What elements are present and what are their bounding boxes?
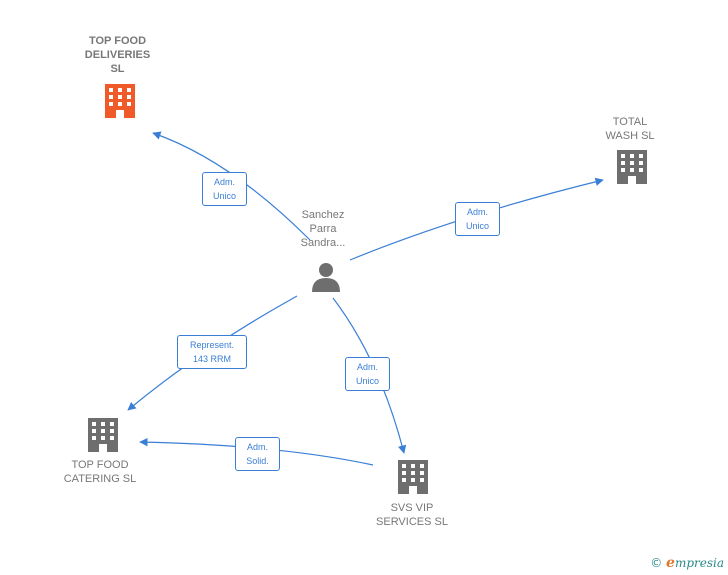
person-label[interactable]: Sanchez Parra Sandra... bbox=[300, 209, 346, 249]
empresia-logo: © empresia bbox=[650, 555, 724, 571]
brand-initial: e bbox=[666, 555, 675, 571]
building-icon-top-food-deliveries[interactable] bbox=[105, 84, 135, 118]
building-icon-top-food-catering[interactable] bbox=[88, 418, 118, 452]
company-label-top-food-deliveries[interactable]: TOP FOOD DELIVERIES SL bbox=[84, 35, 151, 75]
edge-label-to-wash: Adm. Unico bbox=[455, 202, 500, 236]
brand-rest: mpresia bbox=[674, 556, 724, 570]
person-icon[interactable] bbox=[312, 263, 340, 292]
building-icon-total-wash[interactable] bbox=[617, 150, 647, 184]
company-label-top-food-catering[interactable]: TOP FOOD CATERING SL bbox=[63, 459, 137, 485]
company-label-total-wash[interactable]: TOTAL WASH SL bbox=[605, 116, 655, 142]
edge-label-svs-to-catering: Adm. Solid. bbox=[235, 437, 280, 471]
copyright-symbol: © bbox=[650, 556, 663, 570]
edge-label-to-deliveries: Adm. Unico bbox=[202, 172, 247, 206]
company-label-svs-vip[interactable]: SVS VIP SERVICES SL bbox=[376, 502, 448, 528]
edge-label-to-svs: Adm. Unico bbox=[345, 357, 390, 391]
edge-label-to-catering: Represent. 143 RRM bbox=[177, 335, 247, 369]
building-icon-svs-vip[interactable] bbox=[398, 460, 428, 494]
